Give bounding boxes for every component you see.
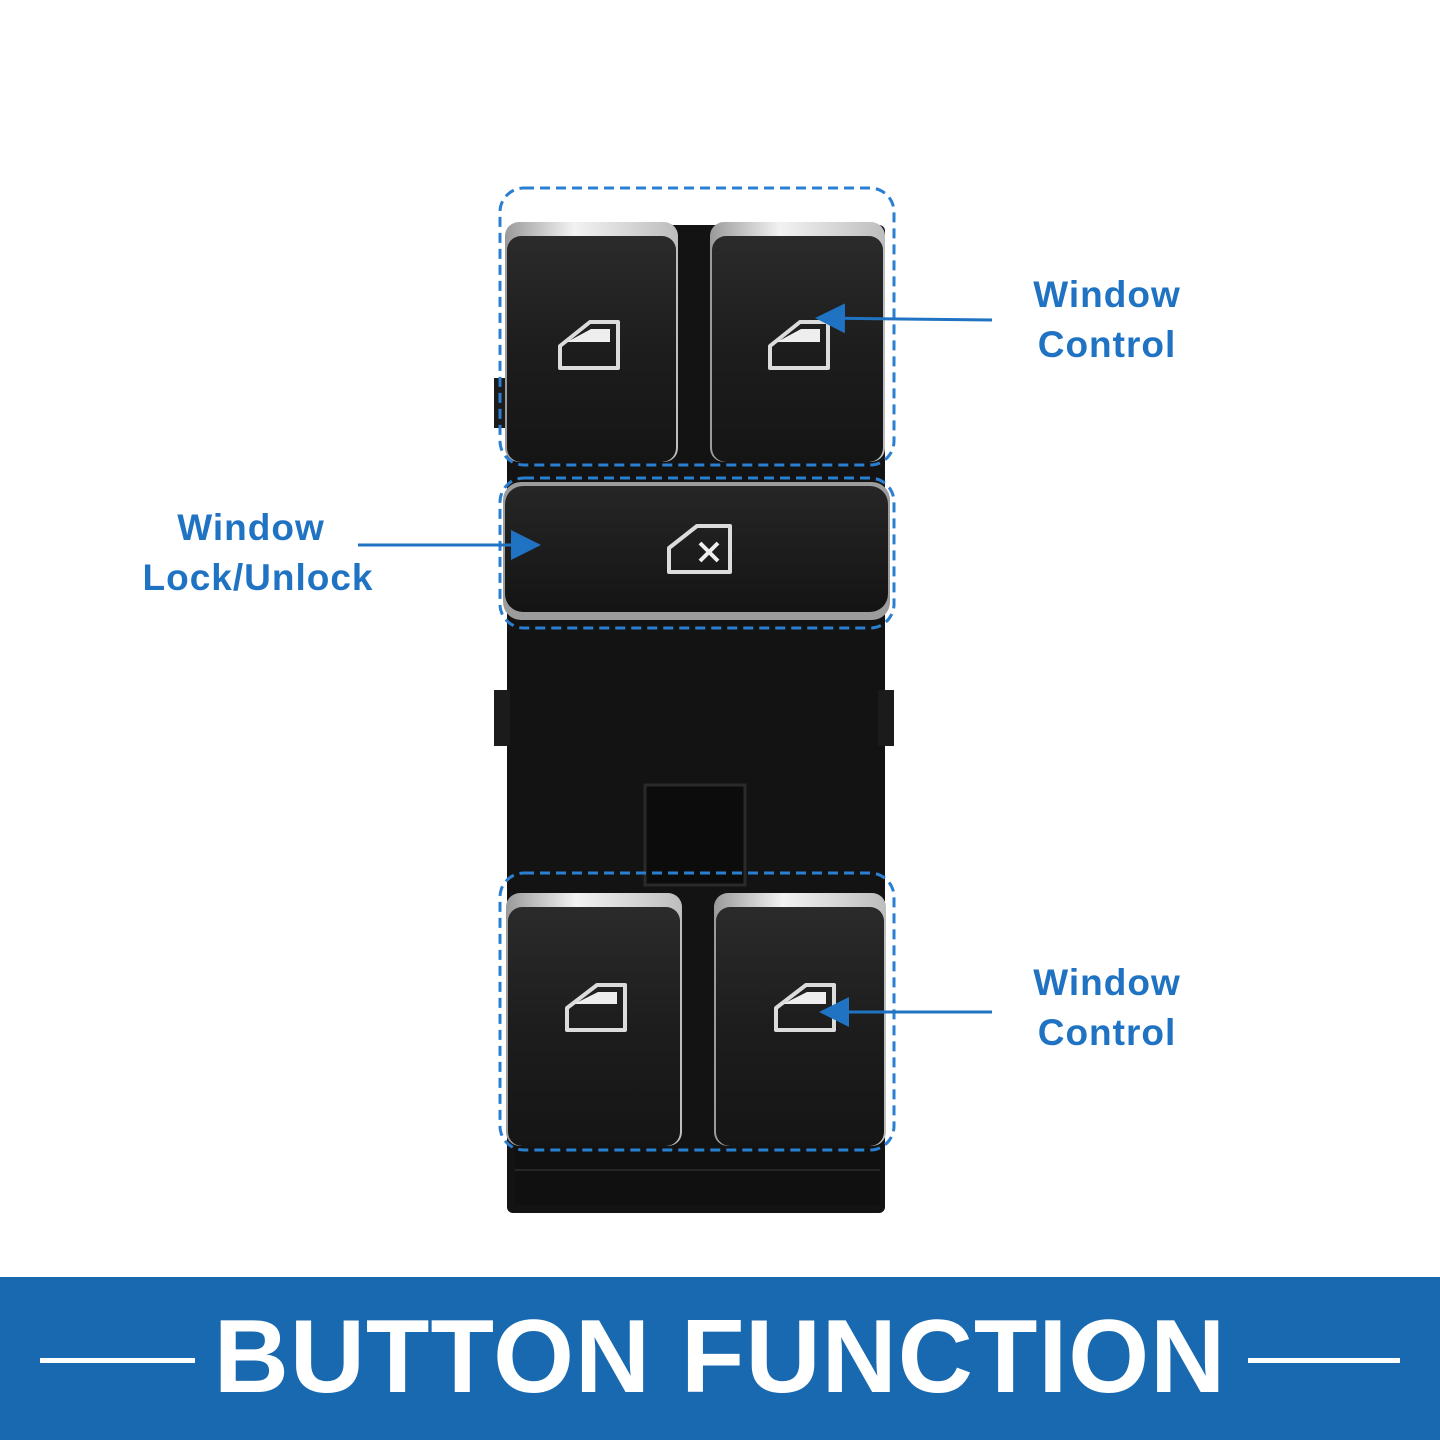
banner-rule-left: [40, 1358, 195, 1363]
rear-right-window-button[interactable]: [714, 893, 886, 1146]
callout-arrow-top: [815, 303, 993, 334]
label-line: Lock/Unlock: [142, 557, 374, 598]
window-door-icon: [565, 983, 627, 1032]
label-line: Control: [1037, 324, 1177, 365]
window-control-label-top: Window Control: [1002, 270, 1212, 370]
product-illustration: [358, 186, 993, 1213]
window-lock-label: Window Lock/Unlock: [118, 503, 398, 603]
window-lock-icon: [667, 524, 732, 574]
highlight-frame-middle: [498, 476, 896, 630]
window-door-icon: [774, 983, 836, 1032]
window-door-icon: [768, 320, 830, 370]
label-line: Control: [1037, 1012, 1177, 1053]
label-line: Window: [177, 507, 325, 548]
front-right-window-button[interactable]: [710, 222, 885, 462]
banner-title: BUTTON FUNCTION: [213, 1299, 1227, 1415]
front-left-window-button[interactable]: [505, 222, 678, 462]
rear-left-window-button[interactable]: [506, 893, 682, 1146]
window-door-icon: [558, 320, 620, 370]
label-line: Window: [1033, 274, 1181, 315]
title-banner: [0, 1277, 1440, 1440]
label-line: Window: [1033, 962, 1181, 1003]
window-control-label-bottom: Window Control: [1002, 958, 1212, 1058]
highlight-frame-top: [498, 186, 896, 467]
banner-rule-right: [1248, 1358, 1400, 1363]
window-lock-button[interactable]: [503, 482, 890, 620]
